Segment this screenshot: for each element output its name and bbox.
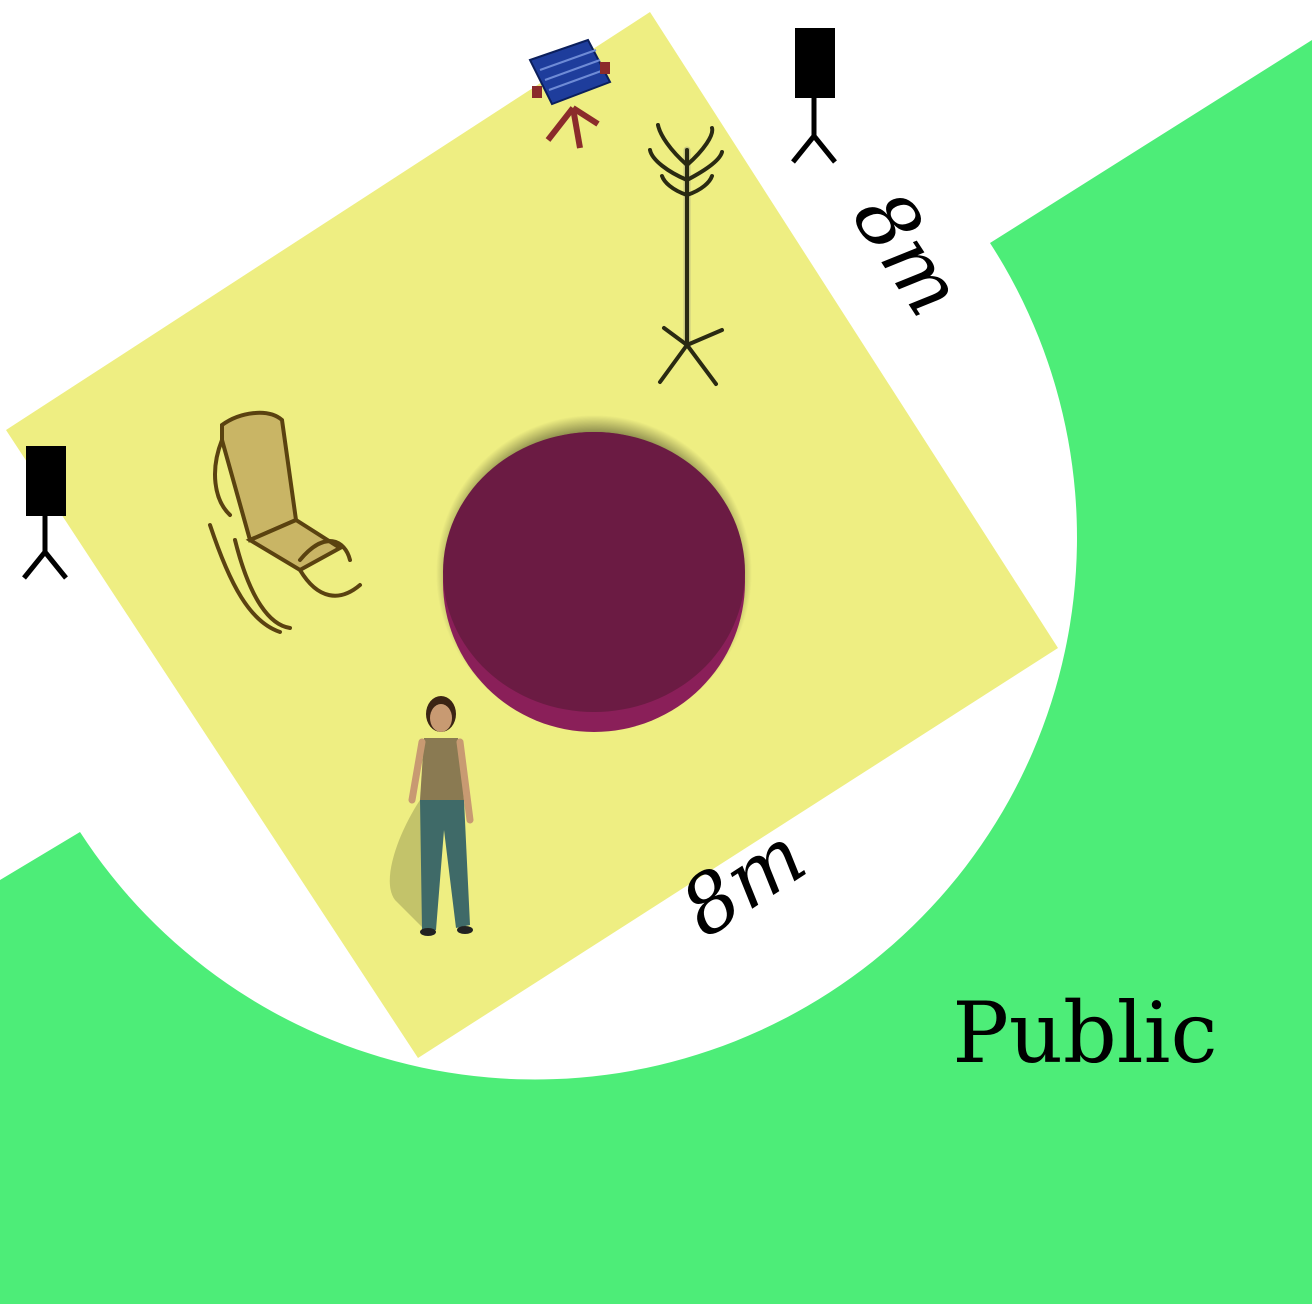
speaker-top-icon: [793, 28, 835, 162]
round-platform: [436, 415, 752, 732]
dimension-label-right: 8m: [835, 175, 982, 332]
speaker-left-icon: [24, 446, 66, 578]
audience-label: Public: [952, 984, 1217, 1082]
